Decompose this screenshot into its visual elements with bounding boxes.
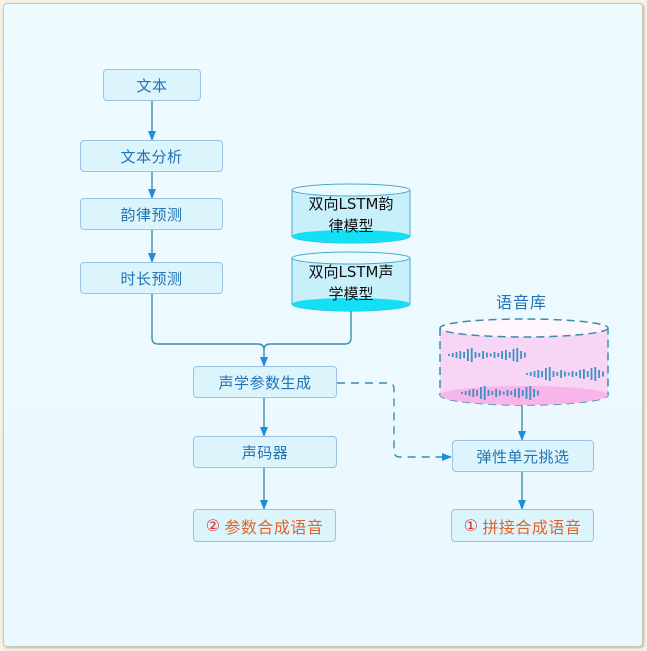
waveform-bar [470, 348, 473, 362]
node-text: 文本 [103, 69, 201, 101]
node-vocoder: 声码器 [193, 436, 337, 468]
node-acoustic-param-gen: 声学参数生成 [193, 366, 337, 398]
speech-db-title: 语音库 [496, 293, 548, 312]
node-label: 文本 [136, 76, 168, 95]
waveform-bar [529, 372, 532, 376]
waveform-bar [497, 353, 500, 357]
waveform-bar [586, 371, 589, 377]
waveform-bar [464, 391, 467, 395]
waveform-bar [501, 351, 503, 359]
waveform-bar [468, 390, 471, 396]
prosody-model-label: 双向LSTM韵 律模型 [292, 193, 410, 237]
waveform-bar [505, 350, 507, 360]
result-label: 参数合成语音 [224, 517, 324, 537]
waveform-bar [448, 354, 450, 356]
acoustic-model-cylinder [291, 251, 411, 312]
prosody-model-label-line1: 双向LSTM韵 [308, 195, 394, 213]
waveform-bar [486, 352, 488, 358]
waveform-bar [516, 348, 519, 362]
waveform-bar [455, 352, 458, 358]
waveform-icon [448, 348, 604, 400]
waveform-bar [493, 352, 496, 358]
acoustic-model-label-line1: 双向LSTM声 [308, 263, 394, 281]
waveform-bar [548, 367, 551, 381]
waveform-bar [590, 368, 593, 380]
waveform-bar [518, 388, 520, 398]
waveform-bar [487, 390, 490, 396]
waveform-bar [520, 351, 522, 359]
waveform-bar [583, 369, 585, 379]
waveform-bar [598, 370, 600, 378]
waveform-bar [529, 386, 532, 400]
waveform-bar [506, 390, 509, 396]
waveform-bar [480, 387, 482, 399]
waveform-bar [567, 372, 570, 376]
waveform-bar [474, 352, 477, 358]
result-number-1: ① [463, 516, 479, 535]
waveform-bar [533, 389, 535, 397]
speech-database-cylinder [439, 318, 609, 406]
node-prosody-prediction: 韵律预测 [80, 198, 223, 230]
waveform-bar [510, 391, 513, 395]
waveform-bar [537, 370, 540, 378]
waveform-bar [594, 367, 597, 381]
node-unit-selection: 弹性单元挑选 [452, 440, 594, 472]
waveform-bar [575, 372, 578, 376]
node-label: 声学参数生成 [218, 373, 312, 392]
waveform-bar [552, 371, 555, 377]
waveform-bar [489, 353, 492, 357]
waveform-bar [508, 352, 511, 358]
node-label: 时长预测 [120, 269, 183, 288]
waveform-bar [533, 371, 536, 377]
waveform-bar [571, 371, 574, 377]
node-label: 弹性单元挑选 [476, 447, 570, 466]
link-duration-to-acoustic-gen [151, 294, 268, 367]
acoustic-model-label: 双向LSTM声 学模型 [292, 261, 410, 305]
waveform-bar [560, 370, 562, 378]
waveform-bar [502, 391, 505, 395]
waveform-bar [524, 352, 526, 358]
waveform-bar [514, 389, 516, 397]
waveform-bar [564, 371, 566, 377]
waveform-bar [476, 390, 478, 396]
acoustic-model-label-line2: 学模型 [328, 285, 374, 303]
waveform-bar [459, 351, 462, 359]
node-duration-prediction: 时长预测 [80, 262, 223, 294]
result-parametric-speech: ② 参数合成语音 [193, 509, 336, 542]
waveform-bar [602, 371, 604, 377]
waveform-bar [537, 390, 539, 396]
waveform-bar [556, 372, 559, 376]
waveform-bar [579, 370, 581, 378]
node-label: 文本分析 [120, 147, 183, 166]
result-concatenative-speech: ① 拼接合成语音 [451, 509, 594, 542]
waveform-bar [541, 371, 543, 377]
waveform-bar [482, 351, 484, 359]
link-acoustic-gen-to-unit-selection [337, 382, 452, 461]
waveform-bar [467, 349, 469, 361]
waveform-bar [521, 390, 524, 396]
result-label: 拼接合成语音 [482, 517, 582, 537]
node-text-analysis: 文本分析 [80, 140, 223, 172]
waveform-bar [483, 386, 486, 400]
result-number-2: ② [205, 516, 221, 535]
waveform-bar [495, 389, 497, 397]
waveform-bar [451, 353, 454, 357]
link-acoustic-model-to-acoustic-gen [263, 311, 352, 351]
waveform-bar [525, 387, 528, 399]
prosody-model-label-line2: 律模型 [328, 217, 374, 235]
waveform-bar [463, 352, 465, 358]
waveform-bar [478, 353, 481, 357]
waveform-bar [512, 349, 515, 361]
waveform-bar [461, 392, 463, 394]
node-label: 声码器 [241, 443, 289, 462]
waveform-bar [545, 368, 547, 380]
waveform-bar [472, 389, 475, 397]
node-label: 韵律预测 [120, 205, 183, 224]
waveform-bar [499, 390, 501, 396]
waveform-bar [526, 373, 528, 375]
waveform-bar [491, 391, 494, 395]
prosody-model-cylinder [291, 183, 411, 244]
